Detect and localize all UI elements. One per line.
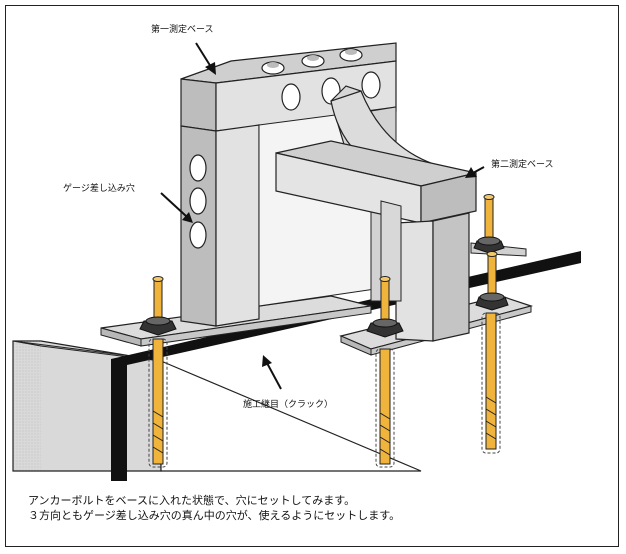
label-first-base: 第一測定ベース (151, 23, 214, 35)
label-second-base: 第二測定ベース (491, 158, 554, 170)
caption-line-1: アンカーボルトをベースに入れた状態で、穴にセットしてみます。 (28, 494, 356, 507)
label-arrows (160, 42, 485, 390)
anchor-bolt-2 (366, 276, 404, 468)
concrete-block (12, 340, 422, 472)
label-gauge-hole: ゲージ差し込み穴 (63, 182, 135, 194)
caption: アンカーボルトをベースに入れた状態で、穴にセットしてみます。 ３方向ともゲージ差… (28, 493, 400, 523)
anchor-bolt-3 (473, 194, 505, 254)
gauge-diagram: 第一測定ベース 第二測定ベース ゲージ差し込み穴 施工継目（クラック） (12, 23, 581, 481)
caption-line-2: ３方向ともゲージ差し込み穴の真ん中の穴が、使えるようにセットします。 (28, 509, 401, 522)
second-measuring-base (275, 85, 477, 342)
diagram-frame: 第一測定ベース 第二測定ベース ゲージ差し込み穴 施工継目（クラック） アンカー… (5, 5, 619, 547)
anchor-bolt-1 (139, 276, 177, 468)
anchor-bolts (139, 194, 509, 468)
label-joint: 施工継目（クラック） (243, 398, 333, 410)
anchor-bolt-4 (475, 251, 509, 454)
